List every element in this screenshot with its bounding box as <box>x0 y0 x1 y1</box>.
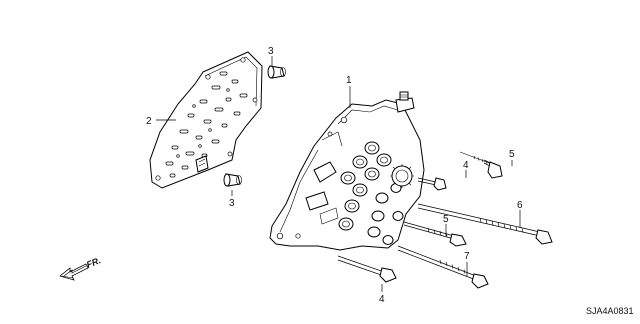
valve-body <box>269 91 425 251</box>
dowel-pin-upper <box>267 65 286 79</box>
separator-plate <box>149 51 263 189</box>
leader-lines <box>156 56 521 292</box>
bolt-4-upper <box>417 177 447 191</box>
callout-5-upper: 5 <box>509 149 515 160</box>
callout-5-lower: 5 <box>443 214 449 225</box>
callout-6: 6 <box>517 200 523 211</box>
valve-body-gear <box>390 164 414 188</box>
dowel-pin-lower <box>223 173 242 187</box>
bolt-4-lower <box>337 255 397 283</box>
bolt-7 <box>397 245 489 289</box>
callout-7: 7 <box>464 251 470 262</box>
callout-2: 2 <box>146 116 152 127</box>
diagram-code: SJA4A0831 <box>586 306 634 316</box>
callout-1: 1 <box>346 75 352 86</box>
bolt-5-lower <box>403 221 467 247</box>
callout-4-upper: 4 <box>463 160 469 171</box>
callout-3-upper: 3 <box>268 46 274 57</box>
bolt-5-upper <box>459 151 503 179</box>
callout-4-lower: 4 <box>379 294 385 305</box>
front-direction-label: FR. <box>85 255 102 270</box>
bolt-6 <box>417 203 553 245</box>
callout-3-lower: 3 <box>229 198 235 209</box>
front-direction-arrow <box>59 263 89 281</box>
valve-body-bores <box>338 141 404 245</box>
